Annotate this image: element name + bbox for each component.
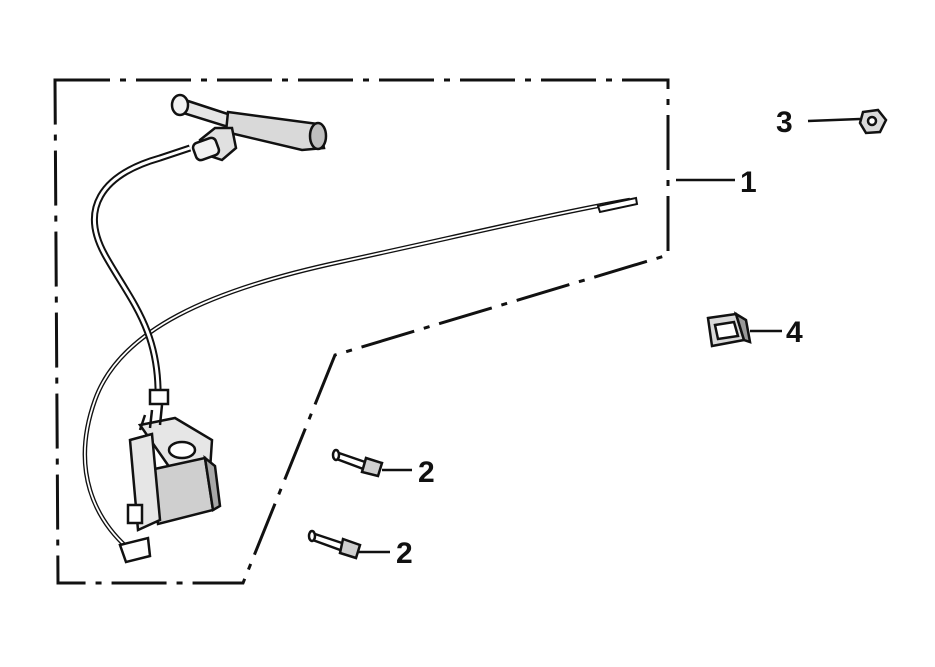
wire-terminal (596, 196, 639, 214)
callout-4: 4 (786, 316, 803, 349)
clip (706, 311, 752, 348)
callout-3: 3 (776, 106, 793, 139)
leader-line-3 (807, 117, 861, 123)
assembly-boundary-line (53, 78, 670, 585)
bolt-upper (331, 448, 384, 478)
nut (858, 108, 888, 135)
callout-2-upper: 2 (418, 456, 435, 489)
callout-2-lower: 2 (396, 537, 413, 570)
ignition-coil (118, 388, 222, 564)
callout-1: 1 (740, 166, 757, 199)
spark-plug-cap (170, 93, 328, 162)
ground-wire (82, 197, 631, 552)
ignition-cable (91, 144, 192, 401)
bolt-lower (307, 529, 362, 560)
